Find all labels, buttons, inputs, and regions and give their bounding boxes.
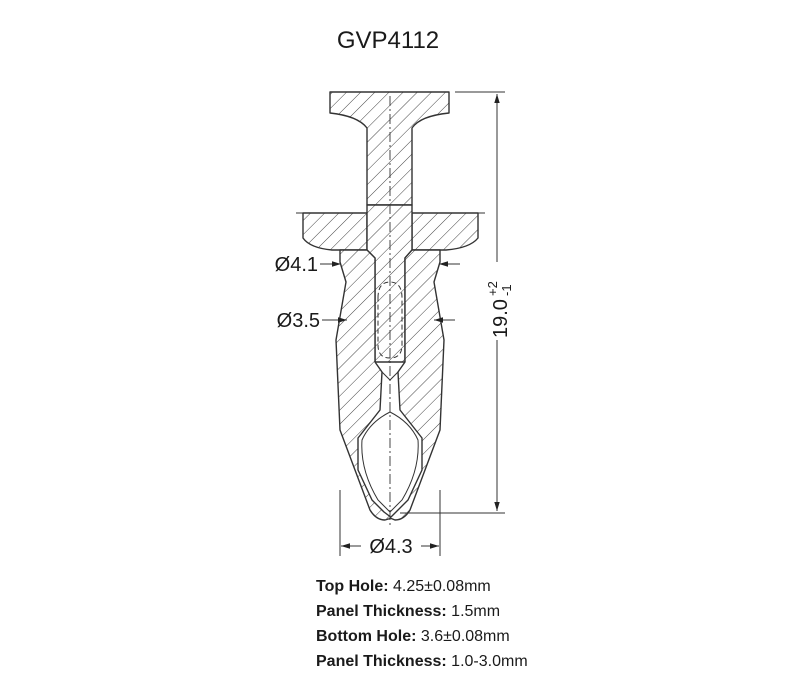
dim-length-label: 19.0: [490, 299, 512, 338]
spec-row-top-hole: Top Hole: 4.25±0.08mm: [316, 574, 528, 599]
extension-lines: [339, 91, 505, 556]
dim-dia-top-label: Ø4.1: [275, 254, 318, 276]
spec-value: 1.0-3.0mm: [451, 653, 528, 670]
spec-label: Panel Thickness:: [316, 653, 447, 670]
spec-value: 4.25±0.08mm: [393, 578, 491, 595]
spec-row-panel-thickness-bottom: Panel Thickness: 1.0-3.0mm: [316, 649, 528, 674]
dim-dia-top: Ø4.1: [275, 254, 460, 276]
spec-row-bottom-hole: Bottom Hole: 3.6±0.08mm: [316, 624, 528, 649]
hidden-slot: [377, 281, 403, 359]
spec-row-panel-thickness-top: Panel Thickness: 1.5mm: [316, 599, 528, 624]
spec-value: 1.5mm: [451, 603, 501, 620]
dim-dia-bottom: Ø4.3: [341, 534, 439, 558]
flange-section: [296, 212, 485, 251]
dim-dia-bottom-label: Ø4.3: [369, 536, 412, 558]
dim-dia-mid: Ø3.5: [277, 310, 455, 332]
spec-label: Panel Thickness:: [316, 603, 447, 620]
spec-label: Bottom Hole:: [316, 628, 417, 645]
spec-value: 3.6±0.08mm: [420, 628, 510, 645]
body-legs: [335, 249, 445, 521]
pin-section: [329, 91, 450, 206]
spec-label: Top Hole:: [316, 578, 389, 595]
technical-drawing: GVP4112 Ø4.1: [275, 27, 514, 558]
spec-list: Top Hole: 4.25±0.08mm Panel Thickness: 1…: [316, 574, 528, 674]
drawing-title: GVP4112: [337, 27, 439, 54]
dim-length: 19.0 +2 -1: [483, 94, 514, 511]
dim-dia-mid-label: Ø3.5: [277, 310, 320, 332]
dim-length-tol-upper: +2: [485, 281, 500, 296]
dim-length-tol-lower: -1: [499, 284, 514, 296]
